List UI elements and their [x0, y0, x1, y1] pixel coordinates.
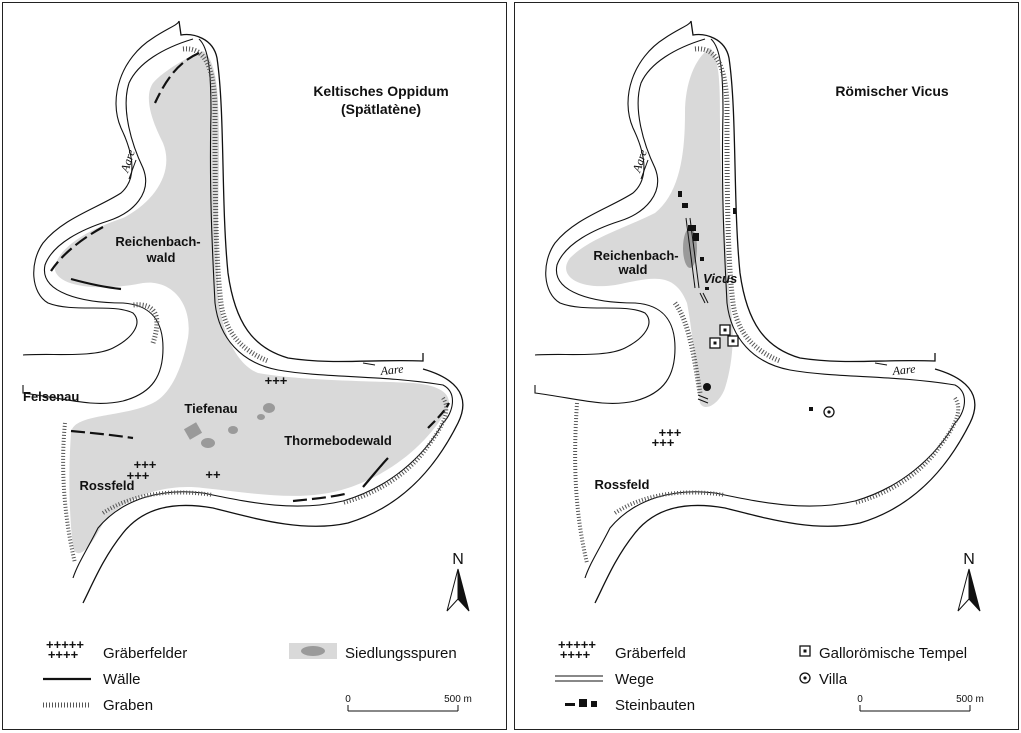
- settlement-trace: [263, 403, 275, 413]
- settlement-trace: [257, 414, 265, 420]
- legend-graves-symbol: ++++: [560, 647, 591, 662]
- vicus-area: [566, 48, 733, 408]
- river-flow-arrow: [362, 362, 376, 366]
- north-arrow-icon: N: [957, 551, 981, 612]
- river-bank-west: [22, 20, 194, 404]
- legend-building-swatch: [565, 699, 597, 707]
- settlement-trace: [228, 426, 238, 434]
- legend-buildings-label: Steinbauten: [615, 697, 695, 714]
- stone-building: [682, 203, 688, 208]
- wall-line: [70, 277, 122, 291]
- svg-text:0: 0: [345, 694, 351, 705]
- roman-vicus-map: Römischer Vicus Aare Aare Reichenbach- w…: [534, 20, 984, 714]
- settlement-trace: [201, 438, 215, 448]
- river-label: Aare: [629, 147, 650, 175]
- legend-villa-icon: [799, 672, 811, 684]
- settlement-trace: [183, 422, 203, 440]
- villa-icon: [823, 406, 835, 418]
- oppidum-area: [54, 51, 449, 554]
- map-title: Römischer Vicus: [835, 83, 949, 99]
- legend-graves-label: Gräberfelder: [103, 645, 187, 662]
- grave-field-symbol: +++: [134, 457, 157, 472]
- wall-line: [70, 429, 134, 440]
- wall-line: [362, 457, 389, 488]
- river-bank-inner: [584, 38, 965, 579]
- wall-line: [154, 51, 200, 104]
- ditch-line: [672, 301, 703, 394]
- legend-settlement-label: Siedlungsspuren: [345, 645, 457, 662]
- legend-graves-symbol: ++++: [48, 647, 79, 662]
- svg-text:N: N: [452, 551, 464, 568]
- place-rossfeld: Rossfeld: [80, 478, 135, 493]
- stone-building: [693, 233, 699, 241]
- ditch-line: [854, 396, 961, 505]
- svg-text:500 m: 500 m: [444, 694, 472, 705]
- river-label: Aare: [891, 362, 917, 378]
- stone-building: [703, 383, 711, 391]
- place-reichenbachwald-2: wald: [618, 262, 648, 277]
- roman-road: [685, 217, 709, 404]
- place-vicus: Vicus: [703, 271, 737, 286]
- legend-graves-symbol: +++++: [558, 637, 596, 652]
- ditch-line: [573, 402, 589, 564]
- river-label: Aare: [117, 147, 138, 175]
- place-reichenbachwald-1: Reichenbach-: [593, 248, 678, 263]
- place-rossfeld: Rossfeld: [595, 477, 650, 492]
- stone-building: [688, 225, 696, 231]
- river-flow-arrow: [640, 159, 649, 180]
- temple-icon: [727, 335, 739, 347]
- ditch-line: [182, 46, 269, 364]
- grave-field-symbol: +++: [659, 425, 682, 440]
- legend-graves-symbol: +++++: [46, 637, 84, 652]
- stone-building: [700, 257, 704, 261]
- place-thormebodewald: Thormebodewald: [284, 433, 392, 448]
- river-bank-outer: [82, 20, 464, 604]
- grave-field-symbol: +++: [265, 373, 288, 388]
- ditch-line: [61, 422, 77, 564]
- place-reichenbachwald-2: wald: [146, 250, 176, 265]
- stone-building: [733, 208, 736, 214]
- stone-building: [809, 407, 813, 411]
- legend-temple-icon: [799, 645, 811, 657]
- wall-line: [292, 491, 350, 503]
- map-title-line1: Keltisches Oppidum: [313, 83, 448, 99]
- svg-text:N: N: [963, 551, 975, 568]
- grave-field-symbol: +++: [127, 468, 150, 483]
- river-flow-arrow: [128, 159, 137, 180]
- stone-building: [705, 287, 709, 290]
- scale-bar: 0 500 m: [857, 694, 984, 712]
- legend-villa-label: Villa: [819, 671, 848, 688]
- svg-text:0: 0: [857, 694, 863, 705]
- river-bank-west: [534, 20, 706, 404]
- north-arrow-icon: N: [446, 551, 470, 612]
- legend-roads-label: Wege: [615, 671, 654, 688]
- grave-field-symbol: ++: [205, 467, 221, 482]
- legend-settlement-blob: [301, 646, 325, 656]
- legend-temples-label: Gallorömische Tempel: [819, 645, 967, 662]
- river-label: Aare: [379, 362, 405, 378]
- scale-bar: 0 500 m: [345, 694, 472, 712]
- wall-line: [50, 226, 104, 272]
- legend-graves-label: Gräberfeld: [615, 645, 686, 662]
- celtic-oppidum-map: Keltisches Oppidum (Spätlatène) Aare Aar…: [22, 20, 472, 714]
- legend-ditch-label: Graben: [103, 697, 153, 714]
- river-bank-outer: [594, 20, 976, 604]
- map-title-line2: (Spätlatène): [341, 101, 421, 117]
- place-reichenbachwald-1: Reichenbach-: [115, 234, 200, 249]
- temple-icon: [719, 324, 731, 336]
- map-panel-roman-vicus: Römischer Vicus Aare Aare Reichenbach- w…: [514, 2, 1019, 730]
- river-flow-arrow: [874, 362, 888, 366]
- ditch-line: [694, 46, 781, 364]
- stone-building: [678, 191, 682, 197]
- svg-text:500 m: 500 m: [956, 694, 984, 705]
- legend-walls-label: Wälle: [103, 671, 141, 688]
- temple-icon: [709, 337, 721, 349]
- wall-line: [427, 402, 450, 429]
- place-felsenau: Felsenau: [23, 389, 79, 404]
- place-tiefenau: Tiefenau: [184, 401, 237, 416]
- map-panel-celtic-oppidum: Keltisches Oppidum (Spätlatène) Aare Aar…: [2, 2, 507, 730]
- grave-field-symbol: +++: [652, 435, 675, 450]
